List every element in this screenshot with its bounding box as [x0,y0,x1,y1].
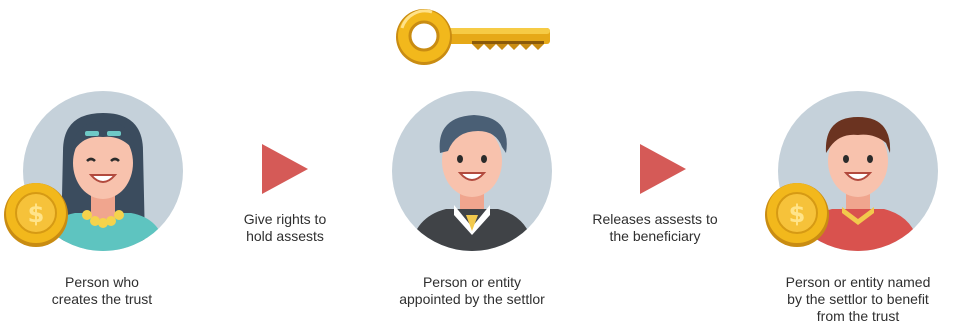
play-arrow-icon [262,144,308,194]
svg-text:$: $ [28,200,45,228]
settlor-caption: Person who creates the trust [51,274,153,307]
key-icon [392,8,556,68]
coin-icon: $ [3,182,69,248]
trustee-avatar [392,91,552,251]
settlor-avatar [23,91,183,251]
beneficiary-caption: Person or entity named by the settlor to… [785,274,931,324]
coin-icon: $ [764,182,830,248]
arrow-1-caption: Give rights to hold assests [243,211,327,244]
man-suit-avatar-icon [392,91,552,251]
trustee-caption: Person or entity appointed by the settlo… [399,274,545,307]
arrow-2-caption: Releases assests to the beneficiary [592,211,718,244]
play-arrow-icon [640,144,686,194]
woman-avatar-icon [23,91,183,251]
svg-text:$: $ [789,200,806,228]
